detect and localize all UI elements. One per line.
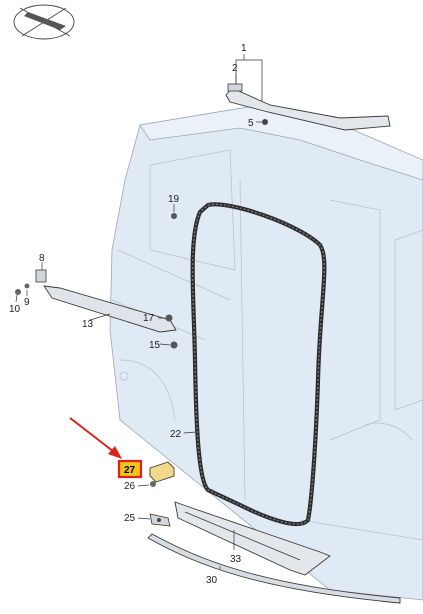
clip-19 (171, 213, 177, 219)
callout-8: 8 (39, 253, 45, 264)
vehicle-body (109, 104, 423, 601)
callout-1: 1 (241, 43, 247, 54)
view-direction-icon (13, 4, 75, 40)
callout-33: 33 (230, 554, 242, 565)
part-26 (150, 481, 156, 487)
leader-lines (15, 54, 263, 569)
callout-22: 22 (170, 429, 182, 440)
callout-13: 13 (82, 319, 94, 330)
side-strip-13 (15, 269, 177, 333)
callout-25: 25 (124, 513, 136, 524)
callout-27-highlight (117, 459, 143, 479)
callout-5: 5 (248, 118, 254, 129)
sill-strip-30 (147, 533, 401, 604)
clip-17 (165, 314, 173, 322)
callout-15: 15 (149, 340, 161, 351)
callout-10: 10 (9, 304, 21, 315)
callout-19: 19 (168, 194, 180, 205)
callout-2: 2 (232, 63, 238, 74)
callout-27: 27 (124, 465, 136, 476)
callout-26: 26 (124, 481, 136, 492)
callout-17: 17 (143, 313, 155, 324)
pointer-arrow (69, 417, 122, 459)
roof-rail-trim (225, 83, 391, 131)
door-seal-22 (190, 202, 327, 526)
part-25 (149, 513, 171, 527)
part-27 (149, 461, 175, 483)
sill-plate-33 (174, 501, 331, 576)
clip-15 (170, 341, 178, 349)
callout-9: 9 (24, 297, 30, 308)
callout-30: 30 (206, 575, 218, 586)
